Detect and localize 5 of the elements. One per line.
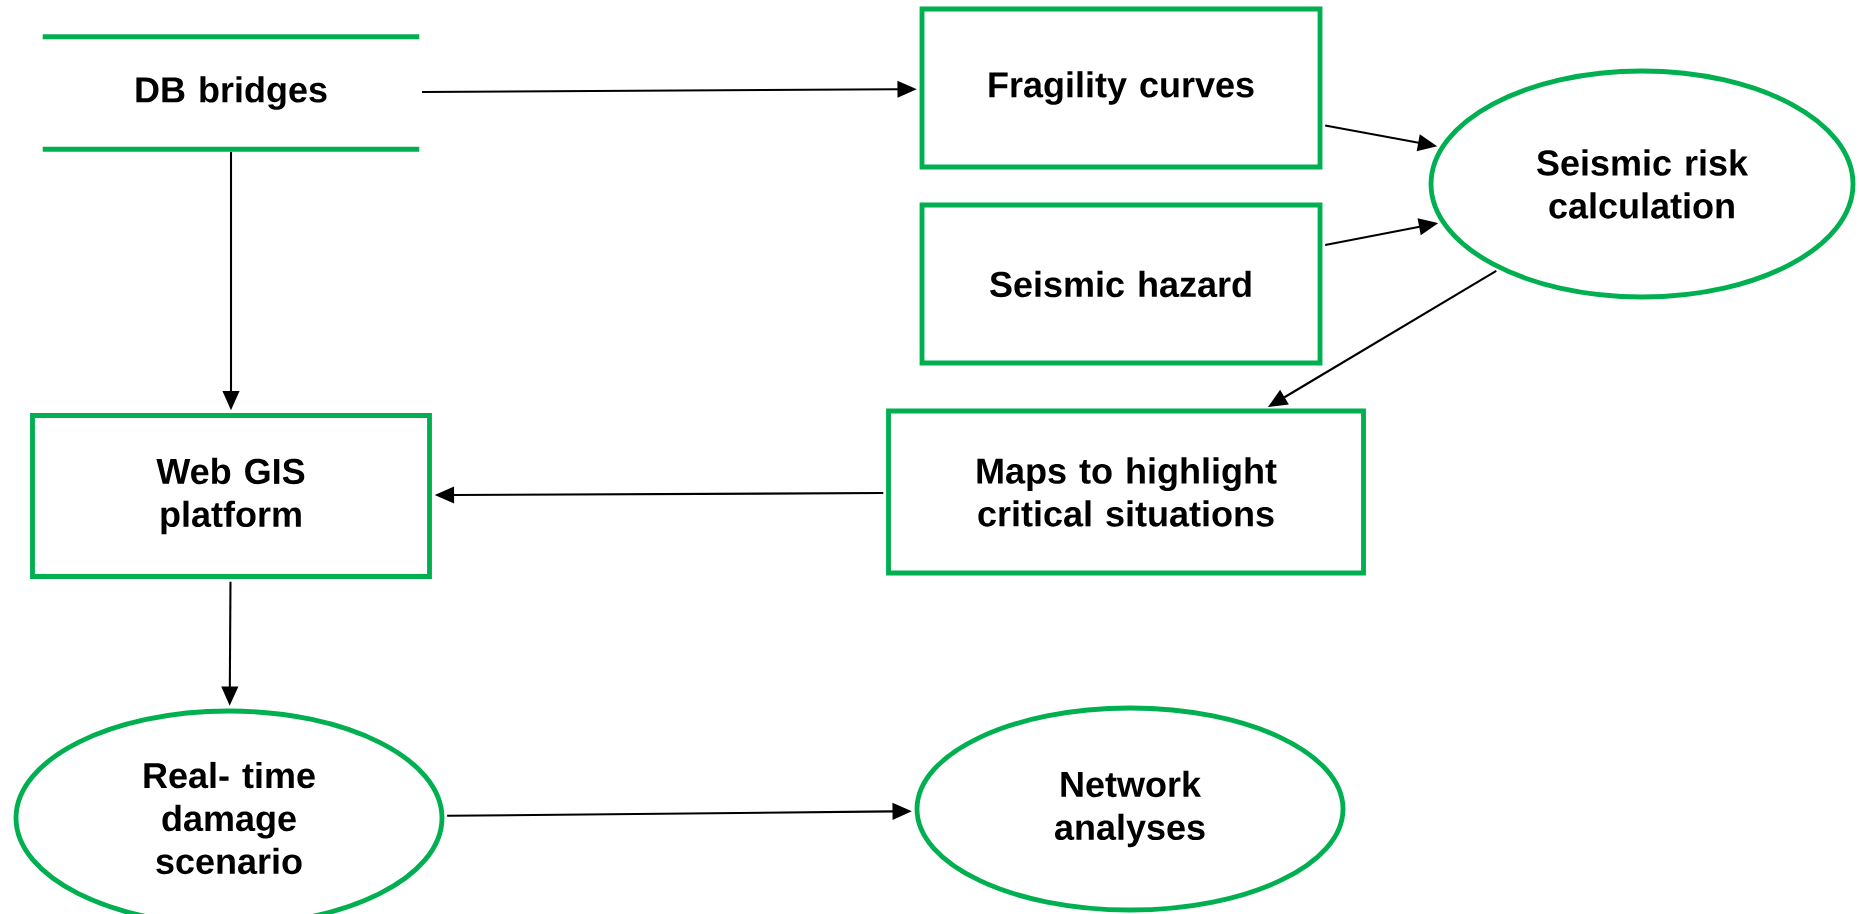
data-store: DB bridges [40,34,422,152]
process-box: Web GIS platform [30,413,432,579]
process-box: Maps to highlight critical situations [886,408,1366,576]
process-box: Seismic hazard [919,202,1323,366]
process-box: Fragility curves [919,6,1323,170]
